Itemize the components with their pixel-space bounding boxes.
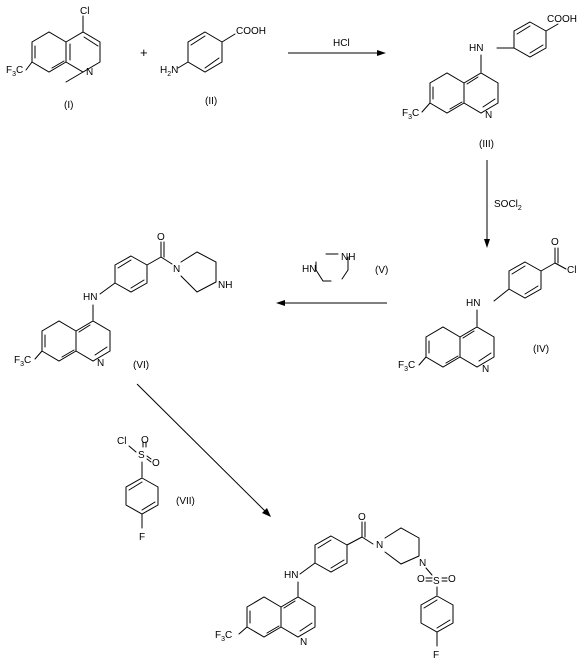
compound-ii-carboxyl: COOH bbox=[236, 26, 266, 37]
compound-iii-amine: HN bbox=[469, 43, 483, 54]
compound-vii-label: (VII) bbox=[176, 496, 195, 507]
compound-vii-chlorine: Cl bbox=[117, 436, 126, 447]
product-fluorine: F bbox=[433, 650, 439, 661]
product-carbonyl-oxygen: O bbox=[358, 512, 366, 523]
arrow-step-4 bbox=[136, 383, 271, 517]
compound-vi-nitrogen: N bbox=[97, 358, 104, 369]
compound-ii: H2N COOH (II) bbox=[160, 26, 266, 107]
compound-vii: Cl O S O F (VII) bbox=[117, 435, 195, 543]
product-sulfur: S bbox=[433, 576, 440, 587]
compound-vii-sulfur: S bbox=[138, 450, 145, 461]
compound-vi: O N NH HN N F3C (VI) bbox=[14, 232, 232, 371]
product-quinoline-nitrogen: N bbox=[300, 637, 307, 648]
plus-sign: + bbox=[140, 45, 148, 60]
compound-iv-oxygen: O bbox=[551, 237, 559, 248]
product-amine: HN bbox=[284, 570, 298, 581]
compound-iii-label: (III) bbox=[479, 139, 494, 150]
compound-v: NH HN (V) bbox=[302, 252, 388, 282]
compound-ii-amine: H2N bbox=[160, 65, 178, 78]
compound-vi-piperazine-nh: NH bbox=[218, 280, 232, 291]
compound-vi-cf3: F3C bbox=[14, 355, 31, 368]
arrow-step-1: HCl bbox=[288, 38, 386, 56]
compound-iv-chlorine: Cl bbox=[567, 265, 576, 276]
compound-v-nh-top: NH bbox=[341, 252, 355, 263]
compound-vii-fluorine: F bbox=[139, 532, 145, 543]
compound-iv-label: (IV) bbox=[533, 344, 549, 355]
compound-iv-nitrogen: N bbox=[482, 364, 489, 375]
compound-v-nh-left: HN bbox=[302, 264, 316, 275]
compound-vi-oxygen: O bbox=[157, 232, 165, 243]
compound-vii-oxygen-right: O bbox=[152, 458, 160, 469]
compound-vi-label: (VI) bbox=[133, 360, 149, 371]
compound-vi-amine: HN bbox=[83, 292, 97, 303]
product-sulfonyl-oxygen-2: O bbox=[448, 574, 456, 585]
product-cf3: F3C bbox=[215, 630, 232, 643]
compound-i: Cl N F3C (I) bbox=[6, 6, 101, 111]
product-piperazine-n1: N bbox=[376, 540, 383, 551]
product-piperazine-n2: N bbox=[419, 558, 426, 569]
compound-iii: COOH HN N F3C (III) bbox=[402, 14, 577, 150]
compound-ii-label: (II) bbox=[205, 96, 217, 107]
reagent-hcl: HCl bbox=[333, 38, 350, 49]
compound-iv: O Cl HN N F3C (IV) bbox=[398, 237, 576, 375]
compound-i-label: (I) bbox=[64, 100, 73, 111]
compound-iii-nitrogen: N bbox=[485, 110, 492, 121]
compound-v-label: (V) bbox=[375, 265, 388, 276]
reagent-thionyl-chloride: SOCl2 bbox=[494, 199, 522, 212]
compound-iv-cf3: F3C bbox=[398, 360, 415, 373]
compound-product: O N N S O O F HN N F3C bbox=[215, 512, 456, 661]
compound-i-chlorine: Cl bbox=[80, 6, 89, 17]
compound-i-nitrogen: N bbox=[86, 67, 93, 78]
arrow-step-3 bbox=[276, 300, 387, 306]
compound-vii-oxygen-top: O bbox=[141, 435, 149, 446]
compound-i-cf3: F3C bbox=[6, 65, 23, 78]
compound-iii-carboxyl: COOH bbox=[547, 14, 577, 25]
compound-iv-amine: HN bbox=[466, 298, 480, 309]
product-sulfonyl-oxygen-1: O bbox=[417, 574, 425, 585]
arrow-step-2: SOCl2 bbox=[484, 160, 522, 248]
compound-iii-cf3: F3C bbox=[402, 108, 419, 121]
compound-vi-piperazine-n: N bbox=[173, 264, 180, 275]
